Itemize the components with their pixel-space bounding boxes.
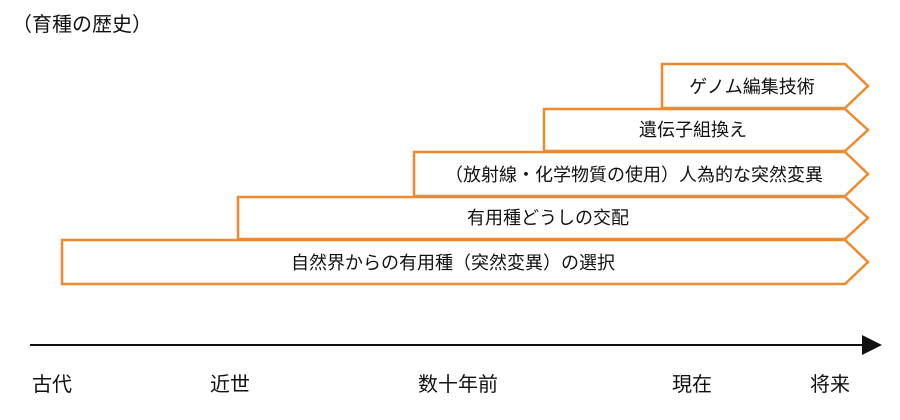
diagram-title: （育種の歴史） <box>12 12 152 36</box>
stage-arrow-crossbreeding: 有用種どうしの交配 <box>236 195 870 241</box>
timeline-label-ancient: 古代 <box>32 372 72 396</box>
stage-label-crossbreeding: 有用種どうしの交配 <box>467 208 629 229</box>
stage-label-gm: 遺伝子組換え <box>639 120 747 141</box>
stage-label-genome-editing: ゲノム編集技術 <box>689 77 814 98</box>
timeline-label-early-modern: 近世 <box>210 372 250 396</box>
stage-label-mutagenesis: （放射線・化学物質の使用）人為的な突然変異 <box>445 165 823 186</box>
stage-arrow-gm: 遺伝子組換え <box>542 107 870 153</box>
timeline-label-future: 将来 <box>810 372 850 396</box>
stage-arrow-selection: 自然界からの有用種（突然変異）の選択 <box>60 238 870 286</box>
stage-label-selection: 自然界からの有用種（突然変異）の選択 <box>291 253 615 274</box>
stage-arrow-mutagenesis: （放射線・化学物質の使用）人為的な突然変異 <box>412 150 870 198</box>
timeline-label-present: 現在 <box>672 372 712 396</box>
timeline-arrowhead <box>862 335 882 355</box>
timeline-label-decades-ago: 数十年前 <box>418 372 498 396</box>
stage-arrow-genome-editing: ゲノム編集技術 <box>660 62 870 110</box>
